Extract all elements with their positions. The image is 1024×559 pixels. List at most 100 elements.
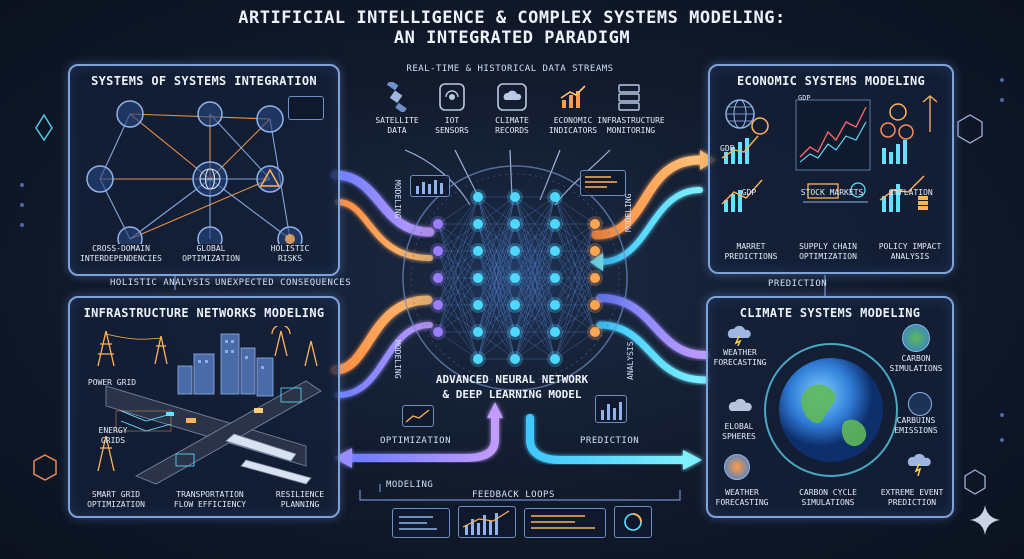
neural-node: [550, 354, 560, 364]
economic-visuals: [721, 95, 938, 212]
carbon-earth-icon: [902, 324, 930, 352]
neural-link: [554, 223, 596, 279]
sos-label-cross-domain: CROSS-DOMAIN INTERDEPENDENCIES: [80, 244, 162, 263]
cloud-icon: [497, 83, 527, 111]
neural-link: [514, 196, 556, 360]
neural-link: [477, 250, 516, 360]
panel-climate: CLIMATE SYSTEMS MODELING WEATHER FORECAS…: [706, 296, 954, 518]
neural-node: [433, 327, 443, 337]
neural-node: [550, 192, 560, 202]
core-mini-chart-top-right: [580, 170, 626, 196]
city-buildings-icon: [177, 333, 274, 397]
neural-node: [473, 273, 483, 283]
core-title-line1: ADVANCED NEURAL NETWORK: [435, 373, 589, 386]
core-mini-chart-left: [402, 405, 434, 427]
decor-hex-left: [33, 454, 57, 481]
sos-network-diagram: [86, 100, 303, 244]
neural-link: [477, 304, 516, 360]
econ-gdp-tag: GDP: [720, 144, 735, 153]
spheres-cloud-icon: [728, 398, 752, 411]
stock-market-chart: [799, 106, 867, 163]
satellite-icon: [386, 82, 407, 112]
sos-label-holistic-risks: HOLISTIC RISKS: [270, 244, 310, 263]
neural-link: [477, 331, 516, 360]
neural-link: [514, 304, 556, 360]
panel-systems-of-systems: SYSTEMS OF SYSTEMS INTEGRATION CROSS-DOM…: [68, 64, 340, 276]
panel-infrastructure: INFRASTRUCTURE NETWORKS MODELING: [68, 296, 340, 518]
wave-icon: [724, 454, 750, 480]
neural-link: [554, 223, 596, 360]
decor-diamond-left: [35, 113, 53, 142]
neural-node: [590, 300, 600, 310]
neural-link: [437, 196, 479, 333]
neural-link: [554, 223, 596, 252]
core-mini-chart-top-left: [410, 175, 450, 197]
neural-node: [590, 219, 600, 229]
data-streams: SATELLITE DATA IOT SENSORS CLIMATE RECOR…: [360, 78, 665, 148]
climate-label-carbon-cycle: CARBON CYCLE SIMULATIONS: [799, 488, 857, 507]
neural-node: [510, 246, 520, 256]
econ-label-inflation: INFLATION: [889, 188, 933, 197]
flow-label-modeling-bottom: MODELING: [386, 480, 434, 490]
extreme-weather-icon: [907, 453, 931, 476]
server-icon: [618, 84, 640, 111]
core-mini-chart-right: [595, 395, 627, 423]
econ-label-market-predictions: MARRET PREDICTIONS: [724, 242, 778, 261]
neural-link: [477, 196, 516, 306]
neural-link: [554, 223, 596, 333]
panel-title-economic: ECONOMIC SYSTEMS MODELING: [736, 74, 926, 88]
neural-link: [514, 250, 556, 360]
sparkle-icon: [970, 505, 1000, 535]
climate-label-global-spheres: ELOBAL SPHERES: [722, 422, 756, 441]
climate-label-carbon-emissions: CARBUINS EMISSIONS: [894, 416, 938, 435]
antenna-icon: [271, 326, 318, 367]
sos-node: [86, 100, 303, 244]
neural-link: [437, 331, 479, 360]
neural-link: [514, 196, 556, 306]
neural-node: [473, 327, 483, 337]
neural-node: [550, 273, 560, 283]
neural-node: [590, 273, 600, 283]
globe-icon: [199, 168, 221, 190]
econ-label-policy-impact: POLICY IMPACT ANALYSIS: [878, 242, 942, 261]
stream-label-infrastructure: INFRASTRUCTURE MONITORING: [597, 116, 665, 135]
neural-node: [473, 300, 483, 310]
neural-node: [473, 192, 483, 202]
main-title-line2: AN INTEGRATED PARADIGM: [393, 28, 631, 48]
climate-label-carbon-simulations: CARBON SIMULATIONS: [889, 354, 943, 373]
neural-link: [514, 196, 556, 333]
neural-link: [437, 223, 479, 333]
globe-coin-icon: [725, 99, 769, 135]
arrow-optimization: [346, 411, 499, 462]
feedback-chart-1: [392, 508, 450, 538]
core-title-line2: & DEEP LEARNING MODEL: [442, 388, 582, 401]
neural-node: [510, 300, 520, 310]
neural-nodes: [430, 189, 603, 367]
neural-link: [514, 331, 556, 360]
neural-links: [437, 196, 596, 360]
flow-label-feedback-loops: FEEDBACK LOOPS: [472, 490, 555, 500]
neural-link: [554, 223, 596, 306]
power-tower-icon: [97, 330, 168, 472]
neural-link: [514, 196, 556, 279]
flow-label-prediction-right: PREDICTION: [768, 279, 828, 289]
neural-network: [395, 160, 635, 398]
neural-link: [514, 196, 556, 252]
panel-title-climate: CLIMATE SYSTEMS MODELING: [739, 306, 921, 320]
flow-label-holistic-analysis: HOLISTIC ANALYSIS: [110, 278, 211, 288]
feedback-chart-2: [458, 506, 516, 538]
stream-label-economic: ECONOMIC INDICATORS: [548, 116, 598, 135]
econ-gdp-tag-2: GDP: [798, 94, 811, 102]
climate-globe: [764, 343, 898, 477]
neural-link: [437, 304, 479, 333]
neural-link: [437, 196, 479, 306]
econ-label-gdp: GDP: [741, 188, 757, 197]
neural-link: [554, 196, 596, 225]
neural-link: [554, 277, 596, 360]
neural-node: [433, 219, 443, 229]
neural-node: [550, 327, 560, 337]
neural-node: [510, 327, 520, 337]
market-prediction-chart: [721, 179, 763, 212]
infra-label-power-grid: POWER GRID: [87, 378, 137, 387]
flow-label-analysis-right-mid: ANALYSIS: [626, 341, 635, 380]
